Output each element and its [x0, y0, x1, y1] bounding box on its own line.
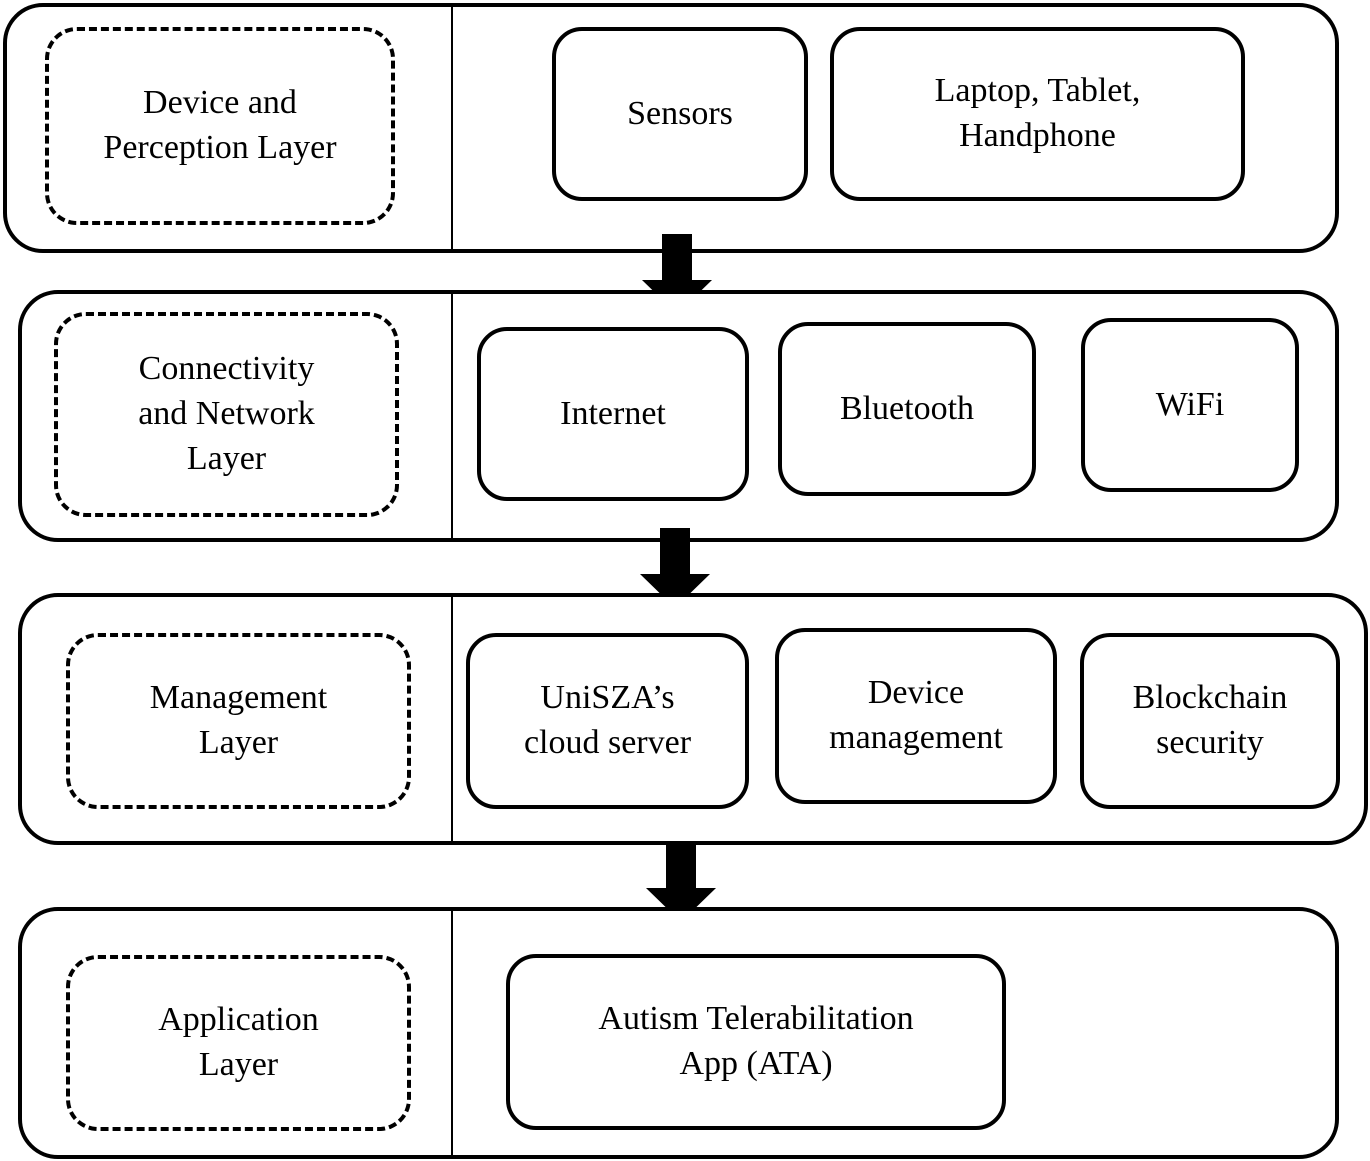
down-arrow-icon — [640, 528, 710, 608]
layer-label-box: Connectivity and Network Layer — [54, 312, 399, 517]
component-label: Laptop, Tablet, Handphone — [934, 72, 1141, 154]
down-arrow-icon — [646, 842, 716, 922]
layer-divider — [451, 911, 453, 1155]
component-cloud-server: UniSZA’s cloud server — [466, 633, 749, 809]
component-label: Internet — [560, 394, 666, 432]
layer-divider — [451, 294, 453, 538]
component-blockchain-security: Blockchain security — [1080, 633, 1340, 809]
component-label: Bluetooth — [839, 389, 975, 427]
component-label: Blockchain security — [1132, 679, 1288, 761]
layer-divider — [451, 7, 453, 249]
layer-name: Application Layer — [158, 1001, 319, 1083]
layer-device-perception: Device and Perception Layer Sensors Lapt… — [3, 3, 1339, 253]
layer-management: Management Layer UniSZA’s cloud server D… — [18, 593, 1368, 845]
component-ata-app: Autism Telerabilitation App (ATA) — [506, 954, 1006, 1130]
component-label: UniSZA’s cloud server — [523, 679, 692, 761]
layer-connectivity-network: Connectivity and Network Layer Internet … — [18, 290, 1339, 542]
component-sensors: Sensors — [552, 27, 808, 201]
layer-name: Device and Perception Layer — [103, 84, 337, 166]
component-label: Autism Telerabilitation App (ATA) — [598, 1000, 914, 1082]
component-label: Device management — [829, 674, 1003, 756]
component-label: WiFi — [1155, 385, 1225, 423]
layer-divider — [451, 597, 453, 841]
component-bluetooth: Bluetooth — [778, 322, 1036, 496]
component-internet: Internet — [477, 327, 749, 501]
layer-name: Management Layer — [149, 679, 328, 761]
component-device-management: Device management — [775, 628, 1057, 804]
component-laptop-tablet-handphone: Laptop, Tablet, Handphone — [830, 27, 1245, 201]
layer-name: Connectivity and Network Layer — [138, 350, 315, 477]
layer-label-box: Device and Perception Layer — [45, 27, 395, 225]
layer-label-box: Application Layer — [66, 955, 411, 1131]
layer-label-box: Management Layer — [66, 633, 411, 809]
component-wifi: WiFi — [1081, 318, 1299, 492]
component-label: Sensors — [627, 94, 733, 132]
layer-application: Application Layer Autism Telerabilitatio… — [18, 907, 1339, 1159]
